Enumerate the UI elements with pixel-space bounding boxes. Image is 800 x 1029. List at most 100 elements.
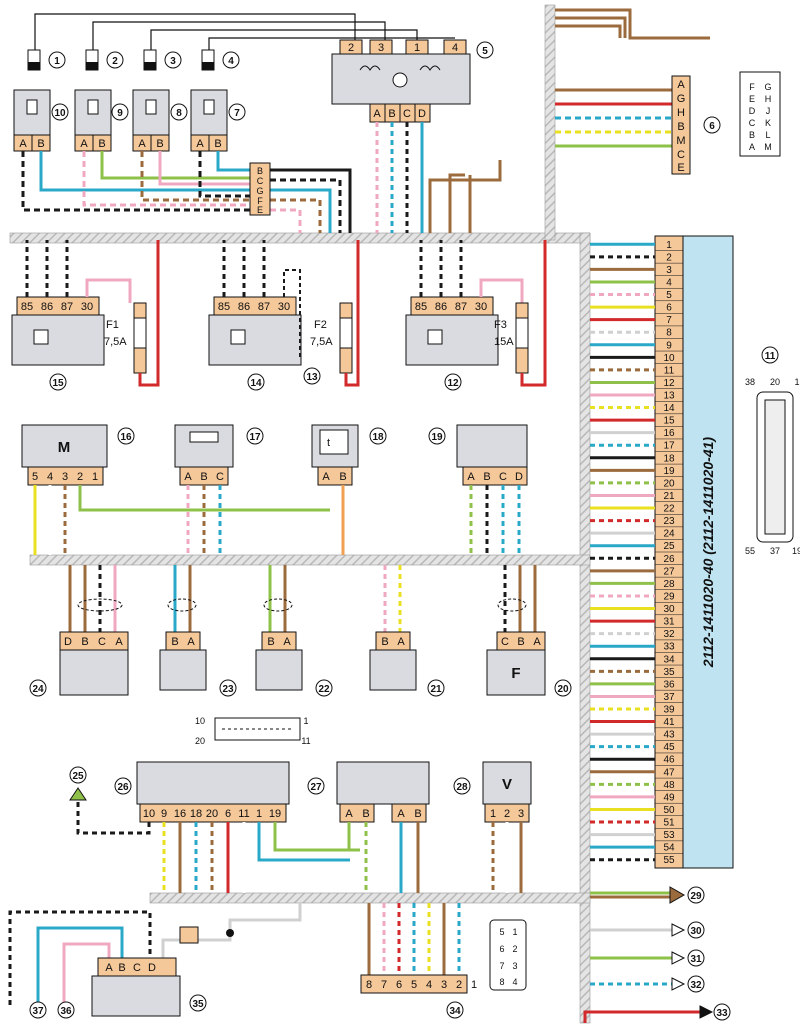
svg-text:1: 1	[471, 979, 477, 991]
svg-text:H: H	[765, 94, 772, 104]
svg-text:L: L	[765, 130, 770, 140]
ecu-pin: 53	[663, 830, 675, 841]
svg-text:E: E	[257, 205, 263, 215]
sensor-21: B A 21	[369, 565, 445, 697]
ecu-pin: 3	[666, 265, 672, 276]
component-18: t A B 18	[311, 424, 387, 555]
svg-text:1: 1	[256, 808, 262, 820]
ecu-pin: 39	[663, 705, 675, 716]
svg-text:18: 18	[190, 808, 202, 820]
relay-row: A B 10 A B 9 A B 8	[13, 89, 246, 152]
svg-text:22: 22	[318, 684, 330, 695]
svg-text:C: C	[499, 471, 507, 483]
ecu-pin: 21	[663, 491, 675, 502]
svg-text:5: 5	[32, 471, 38, 483]
ecu-pin: 14	[663, 403, 675, 414]
svg-text:20: 20	[557, 684, 569, 695]
component-27: A B A B 27	[307, 761, 430, 893]
svg-text:B: B	[81, 636, 88, 648]
svg-text:6: 6	[499, 944, 504, 954]
svg-text:3: 3	[518, 808, 524, 820]
pin: 1	[414, 42, 420, 54]
pin: C	[403, 108, 411, 120]
ecu-pin: 49	[663, 792, 675, 803]
svg-text:A: A	[397, 636, 405, 648]
pin: B	[388, 108, 395, 120]
component-17: A B C 17	[174, 424, 330, 555]
ecu-pin: 16	[663, 428, 675, 439]
pin: A	[373, 108, 381, 120]
relay-wires	[21, 151, 352, 233]
relay-10: A B 10	[13, 89, 69, 152]
ecu-pin: 24	[663, 529, 675, 540]
svg-text:F1: F1	[106, 319, 119, 331]
ecu-pin: 22	[663, 504, 675, 515]
svg-text:7: 7	[499, 961, 504, 971]
fuse-block-3: 3	[143, 49, 182, 71]
ecu-pin: 31	[663, 617, 675, 628]
ecu-pin: 29	[663, 591, 675, 602]
label-1: 1	[54, 56, 60, 67]
ecu-pin: 32	[663, 629, 675, 640]
ecu-pin-list: 1234567891011121314151617181920212223242…	[655, 240, 683, 866]
label-3: 3	[170, 56, 176, 67]
svg-text:C: C	[133, 962, 141, 974]
svg-text:C: C	[257, 176, 264, 186]
svg-text:37: 37	[32, 1006, 44, 1017]
svg-text:21: 21	[430, 684, 442, 695]
pin: E	[677, 162, 684, 174]
ecu-pin: 8	[666, 328, 672, 339]
svg-text:7,5A: 7,5A	[310, 336, 333, 348]
pin: B	[98, 138, 105, 150]
pin: B	[37, 138, 44, 150]
pin: A	[19, 138, 27, 150]
ecu-pin: 27	[663, 566, 675, 577]
fuse-block-4: 4	[201, 49, 240, 71]
svg-text:11: 11	[301, 736, 310, 746]
svg-text:20: 20	[206, 808, 218, 820]
svg-text:2: 2	[504, 808, 510, 820]
svg-text:17: 17	[249, 432, 261, 443]
svg-text:A: A	[283, 636, 291, 648]
ecu-pin: 45	[663, 742, 675, 753]
fuse-block-1: 1	[27, 49, 66, 71]
svg-text:16: 16	[120, 432, 132, 443]
output-labels: 29 30 31 32 33	[687, 886, 731, 1021]
ecu-pin: 5	[666, 290, 672, 301]
svg-text:16: 16	[174, 808, 186, 820]
svg-text:3: 3	[441, 979, 447, 991]
svg-text:14: 14	[250, 378, 262, 389]
svg-text:C: C	[501, 636, 509, 648]
svg-text:23: 23	[222, 684, 234, 695]
svg-text:B: B	[414, 808, 421, 820]
svg-text:86: 86	[41, 301, 53, 313]
pin: B	[677, 121, 684, 133]
ecu-pin: 25	[663, 541, 675, 552]
ecu-pin: 19	[663, 466, 675, 477]
svg-text:85: 85	[415, 301, 427, 313]
component-19: A B C D 19	[428, 424, 528, 555]
svg-text:30: 30	[475, 301, 487, 313]
svg-text:30: 30	[690, 926, 702, 937]
sensor-23: B A 23	[159, 565, 237, 697]
pin: 2	[348, 42, 354, 54]
ecu-pin: 35	[663, 667, 675, 678]
relay-15: 85 86 87 30 15 F1 7,5A	[11, 240, 160, 391]
relay-9: A B 9	[74, 89, 129, 152]
svg-text:1: 1	[92, 471, 98, 483]
svg-text:4: 4	[512, 977, 517, 987]
label-10: 10	[54, 108, 66, 119]
connector-26-face: 10 1 20 11	[195, 716, 311, 746]
svg-text:B: B	[517, 636, 524, 648]
svg-text:A: A	[749, 142, 755, 152]
ecu-pin: 28	[663, 579, 675, 590]
ignition-module-5: 2 3 1 4 A B C D 5	[331, 39, 494, 123]
svg-text:6: 6	[396, 979, 402, 991]
pin: M	[676, 135, 685, 147]
svg-text:31: 31	[690, 954, 702, 965]
svg-text:V: V	[502, 776, 512, 793]
svg-text:3: 3	[512, 961, 517, 971]
ecu-pin: 37	[663, 692, 675, 703]
svg-text:10: 10	[195, 716, 205, 726]
